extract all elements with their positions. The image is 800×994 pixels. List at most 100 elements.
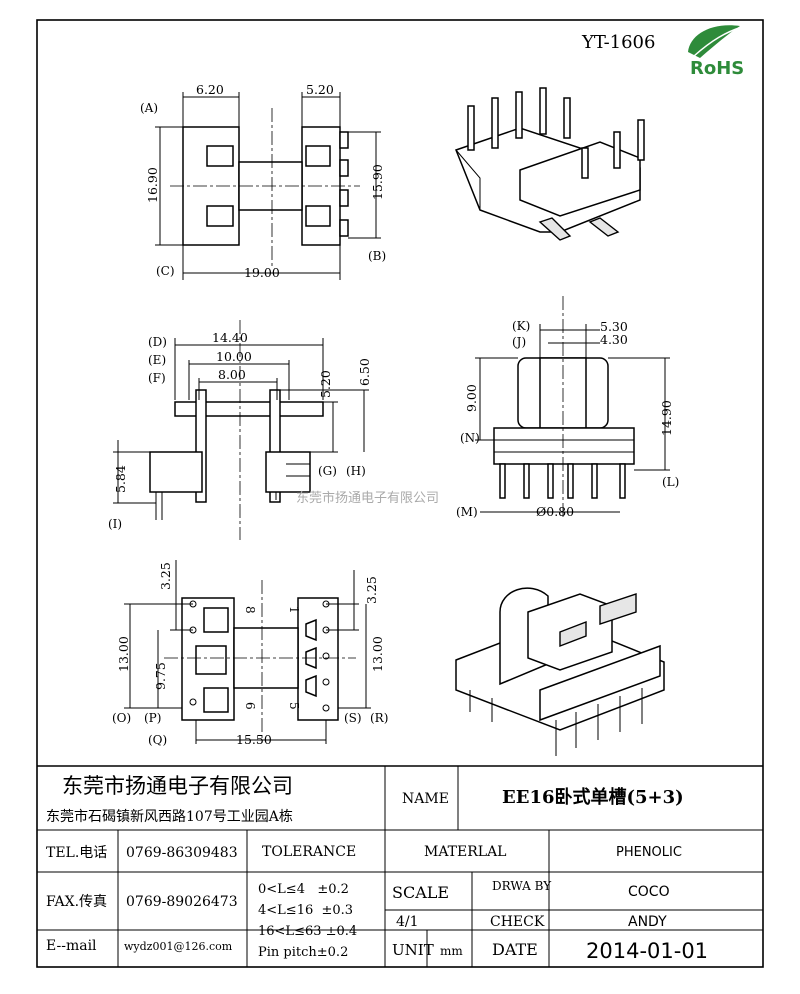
front-view-base	[493, 427, 635, 465]
top-view-slot	[305, 145, 331, 167]
ref-s: (S)	[344, 711, 362, 725]
check-value: ANDY	[628, 914, 667, 930]
watermark: 东莞市扬通电子有限公司	[296, 490, 439, 506]
fax-value: 0769-89026473	[126, 894, 238, 910]
rohs-logo: RoHS	[688, 25, 744, 79]
dim-10-00: 10.00	[216, 349, 252, 364]
ref-f: (F)	[148, 371, 166, 385]
email-value: wydz001@126.com	[124, 940, 233, 953]
bottom-view-right-flange	[297, 597, 339, 721]
ref-e: (E)	[148, 353, 166, 367]
dim-9-75: 9.75	[153, 662, 168, 690]
side-view-flange	[195, 389, 207, 503]
email-label: E--mail	[46, 938, 97, 954]
ref-l: (L)	[662, 475, 679, 489]
front-view: 5.30 4.30 9.00 14.90 Ø0.80 (K) (J) (N) (…	[456, 296, 679, 520]
side-view-core-rail	[174, 401, 324, 417]
material-value: PHENOLIC	[616, 845, 682, 860]
top-view-pin-tab	[339, 219, 349, 237]
pin-number-5: 5	[287, 702, 301, 710]
bottom-view: 8 1 6 5 3.25 3.25 13.00 9.75 13.00 15.50…	[112, 560, 388, 747]
part-code: YT-1606	[581, 32, 655, 53]
dim-14-90: 14.90	[659, 400, 674, 436]
tolerance-label: TOLERANCE	[262, 844, 356, 860]
ref-n: (N)	[460, 431, 480, 445]
tolerance-row: Pin pitch±0.2	[258, 945, 348, 960]
company-address: 东莞市石碣镇新风西路107号工业园A栋	[46, 808, 293, 825]
ref-h: (H)	[346, 464, 366, 478]
tolerance-row: 4<L≤16 ±0.3	[258, 903, 353, 918]
top-view-pin-tab	[339, 189, 349, 207]
dim-5-20: 5.20	[306, 82, 334, 97]
ref-a: (A)	[140, 101, 158, 115]
top-view-slot	[305, 205, 331, 227]
pin-number-6: 6	[243, 702, 257, 710]
tolerance-row: 0<L≤4 ±0.2	[258, 882, 349, 897]
date-label: DATE	[492, 940, 538, 959]
scale-value: 4/1	[396, 914, 419, 930]
tel-label: TEL.电话	[46, 845, 107, 861]
top-view-slot	[206, 205, 234, 227]
dim-6-20: 6.20	[196, 82, 224, 97]
tel-value: 0769-86309483	[126, 845, 238, 861]
dim-15-90: 15.90	[370, 164, 385, 200]
dim-dia-0-80: Ø0.80	[536, 504, 574, 519]
drawn-by-label: DRWA BY	[492, 879, 552, 893]
dim-4-30: 4.30	[600, 332, 628, 347]
top-view-pin-tab	[339, 131, 349, 149]
unit-value: mm	[440, 944, 463, 958]
title-block: 东莞市扬通电子有限公司 东莞市石碣镇新风西路107号工业园A栋 NAME EE1…	[37, 765, 763, 967]
side-view: 14.40 10.00 8.00 5.20 6.50 5.84 (D) (E) …	[108, 320, 372, 540]
ref-o: (O)	[112, 711, 131, 725]
check-label: CHECK	[490, 914, 545, 930]
side-view-pin-block	[149, 451, 203, 493]
fax-label: FAX.传真	[46, 894, 107, 910]
ref-r: (R)	[370, 711, 388, 725]
top-view-pin-tab	[339, 159, 349, 177]
top-view-slot	[206, 145, 234, 167]
pin-number-8: 8	[243, 606, 257, 614]
ref-j: (J)	[512, 335, 526, 349]
date-value: 2014-01-01	[586, 939, 708, 963]
side-view-pin-block	[265, 451, 311, 493]
dim-19-00: 19.00	[244, 265, 280, 280]
ref-m: (M)	[456, 505, 478, 519]
ref-d: (D)	[148, 335, 167, 349]
company-name: 东莞市扬通电子有限公司	[62, 774, 293, 798]
dim-13-00: 13.00	[116, 636, 131, 672]
dim-14-40: 14.40	[212, 330, 248, 345]
name-label: NAME	[402, 791, 449, 807]
ref-p: (P)	[144, 711, 161, 725]
side-view-flange	[269, 389, 281, 503]
isometric-view-pins-down	[455, 587, 665, 756]
dim-5-30: 5.30	[600, 319, 628, 334]
ref-b: (B)	[368, 249, 386, 263]
ref-q: (Q)	[148, 733, 167, 747]
dim-3-25: 3.25	[158, 562, 173, 590]
dim-3-25: 3.25	[364, 576, 379, 604]
part-name: EE16卧式单槽(5+3)	[502, 786, 684, 808]
dim-9-00: 9.00	[464, 384, 479, 412]
dim-5-20: 5.20	[318, 370, 333, 398]
ref-i: (I)	[108, 517, 122, 531]
top-view: 6.20 5.20 16.90 15.90 19.00 (A) (B) (C)	[140, 82, 386, 280]
dim-6-50: 6.50	[357, 358, 372, 386]
dim-15-50: 15.50	[236, 732, 272, 747]
isometric-view-pins-up	[455, 87, 645, 241]
unit-label: UNIT	[392, 941, 434, 959]
drawing-border	[36, 19, 764, 968]
dim-13-00: 13.00	[370, 636, 385, 672]
drawn-by-value: COCO	[628, 884, 670, 900]
dim-16-90: 16.90	[145, 167, 160, 203]
ref-g: (G)	[318, 464, 337, 478]
tolerance-row: 16<L≤63 ±0.4	[258, 924, 357, 939]
rohs-label: RoHS	[690, 58, 744, 79]
scale-label: SCALE	[392, 883, 449, 902]
dim-5-84: 5.84	[113, 465, 128, 493]
ref-c: (C)	[156, 264, 175, 278]
dim-8-00: 8.00	[218, 367, 246, 382]
material-label: MATERLAL	[424, 844, 506, 860]
pin-number-1: 1	[287, 606, 301, 614]
